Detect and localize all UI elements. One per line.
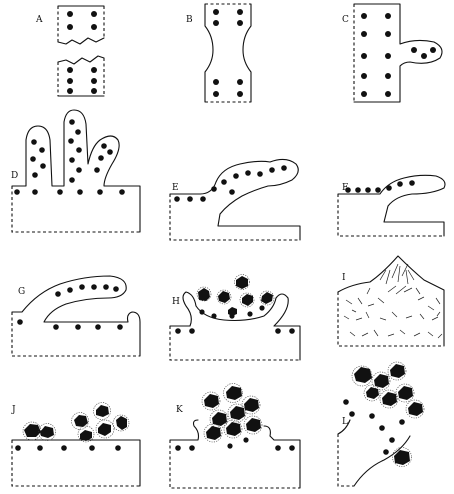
panel-j: J — [11, 403, 140, 487]
panel-g-nuclei — [17, 284, 123, 330]
panel-c-wall-with-bud — [354, 4, 442, 102]
panel-a-label: A — [35, 15, 43, 25]
panel-k: K — [170, 384, 300, 489]
panel-l-cut-edges — [338, 434, 354, 486]
panel-g: G — [12, 276, 140, 356]
panel-j-label: J — [11, 405, 16, 415]
panel-k-cells — [202, 384, 262, 443]
panel-l: L — [338, 362, 424, 486]
panel-a-nuclei — [67, 11, 97, 94]
panel-b-constricted-wall — [205, 4, 251, 102]
panel-g-cut-edges — [12, 312, 140, 356]
panel-c-label: C — [342, 15, 349, 25]
panel-d-label: D — [11, 171, 18, 181]
panel-k-label: K — [176, 405, 183, 415]
panel-c-nuclei — [361, 13, 436, 97]
panel-b-label: B — [186, 15, 193, 25]
panel-d-nuclei — [14, 119, 125, 195]
panel-c: C — [342, 4, 442, 102]
panel-b: B — [186, 4, 251, 102]
panel-j-cut-edges — [12, 440, 140, 486]
panel-e-nuclei — [174, 165, 287, 202]
panel-b-nuclei — [213, 9, 243, 97]
panel-f: F — [338, 175, 445, 236]
panel-g-label: G — [18, 287, 25, 297]
panel-f-cut-edges — [338, 194, 444, 236]
panel-l-nuclei — [343, 399, 405, 455]
panel-a: A — [35, 6, 104, 96]
panel-g-arched-bridge — [12, 276, 140, 356]
panel-h-cup-wall — [170, 292, 300, 360]
panel-a-upper-break — [58, 38, 104, 44]
panel-a-cut-edges — [58, 6, 104, 96]
panel-f-nuclei — [345, 180, 415, 193]
panel-i-fibers — [344, 264, 442, 338]
panel-i: I — [338, 256, 444, 346]
panel-a-lower-break — [58, 56, 104, 64]
panel-i-cut-edges — [338, 292, 444, 346]
panel-k-nuclei — [175, 437, 295, 450]
panel-h: H — [170, 275, 300, 361]
panel-f-elongated-bud — [338, 175, 445, 236]
panel-j-nuclei — [15, 445, 121, 451]
panel-j-surface — [12, 440, 140, 486]
panel-a-ends — [58, 6, 104, 96]
panel-e: E — [170, 159, 300, 240]
panel-i-label: I — [342, 273, 346, 283]
panel-e-label: E — [172, 183, 179, 193]
panel-h-label: H — [172, 297, 180, 307]
panel-b-cut-edges — [205, 4, 251, 102]
panel-d-fingers-and-base — [12, 110, 140, 232]
panel-j-cells — [23, 403, 129, 443]
panel-d: D — [11, 110, 140, 232]
